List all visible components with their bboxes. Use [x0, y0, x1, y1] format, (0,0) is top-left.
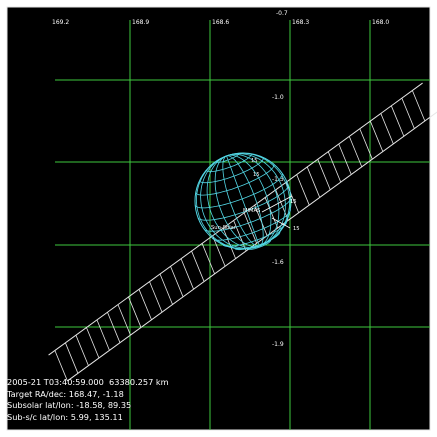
ring-tick — [243, 212, 258, 244]
side-label-5: -1.9 — [272, 341, 284, 348]
subsolar-pointer — [261, 195, 293, 213]
info-line-time-distance: 2005-21 T03:40:59.000 63380.257 km — [7, 377, 169, 387]
top-label-1: 169.2 — [52, 19, 69, 26]
planet-label-right-2: 15 — [293, 226, 300, 232]
planet-latitude-line — [246, 240, 271, 250]
ring-tick — [201, 243, 215, 275]
side-label-1: -0.7 — [276, 10, 288, 17]
ring-tick — [128, 296, 142, 328]
ring-tick — [411, 90, 426, 122]
planet-label-upper: 15 — [253, 172, 260, 178]
ring-tick — [285, 182, 300, 213]
top-label-4: 168.3 — [292, 19, 309, 26]
ring-tick — [390, 105, 405, 137]
ring-tick — [65, 342, 79, 374]
side-label-4: -1.6 — [272, 259, 284, 266]
ring-edge-inner — [48, 82, 423, 356]
top-label-5: 168.0 — [372, 19, 389, 26]
ring-tick — [233, 220, 247, 252]
ring-tick — [159, 273, 173, 305]
sub-spacecraft-pointer — [271, 217, 291, 229]
planet-label-right-1: 15 — [290, 199, 297, 205]
top-label-2: 168.9 — [132, 19, 149, 26]
ring-tick — [117, 304, 131, 336]
ring-tick — [306, 166, 321, 198]
ring-tick — [359, 128, 373, 160]
ring-tick — [369, 120, 384, 152]
ring-tick — [212, 235, 226, 267]
planet-label-sun-solar: Sun-Solar — [211, 225, 237, 231]
ring-tick — [338, 143, 352, 175]
ring-tick — [222, 227, 236, 259]
planet-longitude-line — [226, 152, 290, 247]
top-label-3: 168.6 — [212, 19, 229, 26]
ring-tick — [180, 258, 194, 290]
side-label-2: -1.0 — [272, 94, 284, 101]
ring-tick — [401, 97, 415, 129]
side-label-3: -1.3 — [272, 176, 284, 183]
info-line-target-radec: Target RA/dec: 168.47, -1.18 — [7, 389, 124, 399]
ring-tick — [54, 350, 68, 382]
ring-tick — [170, 266, 184, 297]
ring-tick — [380, 113, 394, 145]
ring-tick — [107, 312, 121, 343]
planet-longitude-line — [196, 155, 260, 250]
info-line-sub-spacecraft: Sub-s/c lat/lon: 5.99, 135.11 — [7, 412, 123, 422]
planet-longitude-line — [226, 153, 286, 247]
ring-tick — [86, 327, 100, 359]
ring-tick — [296, 174, 310, 206]
ring-tick — [275, 189, 289, 221]
planet-longitude-line — [226, 155, 264, 247]
ring-tick — [348, 136, 363, 167]
planet-longitude-line — [214, 155, 260, 248]
ring-tick — [191, 250, 205, 282]
ring-tick — [317, 159, 331, 190]
planet-longitude-line — [222, 155, 260, 247]
info-line-subsolar: Subsolar lat/lon: -18.58, 89.35 — [7, 400, 132, 410]
planet-longitude-line — [206, 155, 260, 249]
ring-tick — [75, 335, 89, 366]
planet-label-mimas: MIMAS — [243, 208, 260, 214]
planet-longitude-line — [226, 155, 260, 247]
ring-tick — [96, 319, 110, 351]
planet-longitude-line — [226, 153, 280, 247]
planet-longitude-line — [226, 154, 272, 247]
planet-label-top: 15 — [251, 158, 258, 164]
ring-tick — [254, 205, 268, 236]
planet-wireframe — [194, 152, 293, 251]
ring-tick — [149, 281, 163, 313]
ring-tick — [138, 289, 152, 320]
ring-tick — [327, 151, 342, 183]
planet-longitude-line — [200, 155, 260, 249]
